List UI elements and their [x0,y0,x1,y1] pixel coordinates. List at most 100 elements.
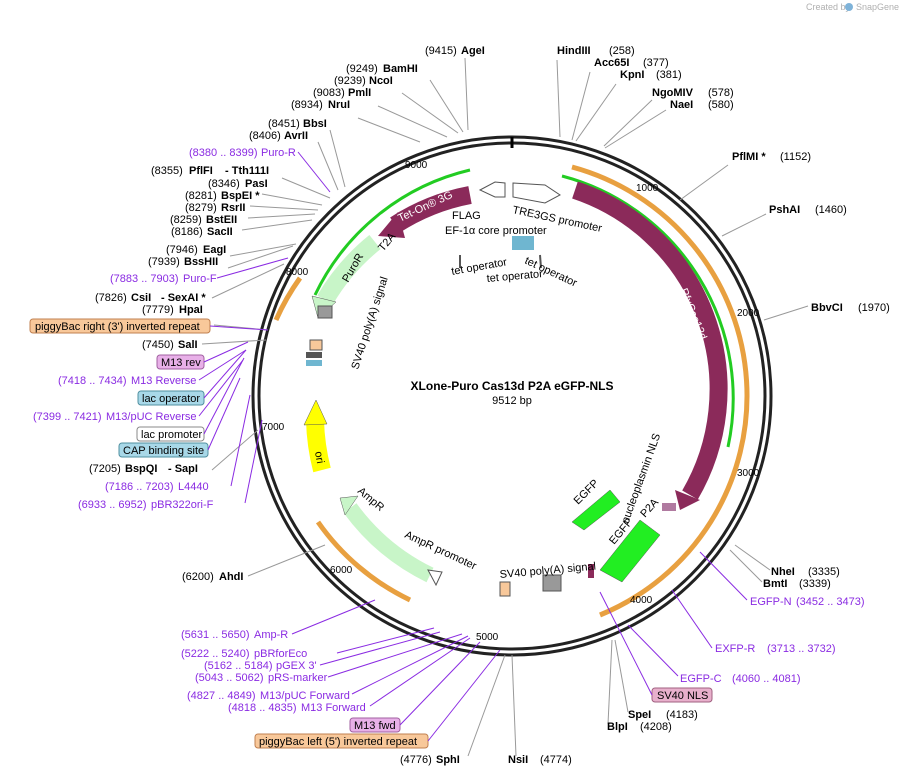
site-avrii[interactable]: AvrII [284,130,308,142]
primer-pgex3[interactable]: pGEX 3' [276,660,317,672]
primer-pbrforeco-range: (5222 .. 5240) [181,648,250,660]
box-lac-promoter-label[interactable]: lac promoter [141,429,202,441]
site-rsrii[interactable]: RsrII [221,202,245,214]
site-kpni[interactable]: KpnI [620,69,644,81]
primer-amp-r[interactable]: Amp-R [254,629,288,641]
site-pflmi[interactable]: PflMI * [732,151,766,163]
site-pshai[interactable]: PshAI [769,204,800,216]
site-agei[interactable]: AgeI [461,45,485,57]
tick-4000: 4000 [630,595,653,606]
site-ahdi[interactable]: AhdI [219,571,243,583]
primer-pbrforeco[interactable]: pBRforEco [254,648,307,660]
site-naei-pos: (580) [708,99,734,111]
site-pflfi-pos: (8355) [151,165,183,177]
site-sexai[interactable]: - SexAI * [161,292,206,304]
primer-puro-r-range: (8380 .. 8399) [189,147,258,159]
primer-puro-f[interactable]: Puro-F [183,273,217,285]
site-ngomiv[interactable]: NgoMIV [652,87,694,99]
feature-ori: ori [312,450,326,464]
sv40-pa-right-box [542,574,562,592]
site-bmti[interactable]: BmtI [763,578,787,590]
box-lac-operator-label[interactable]: lac operator [142,393,200,405]
primer-exfp-r[interactable]: EXFP-R [715,643,755,655]
piggybac-right-mark [309,339,323,351]
site-pasi[interactable]: PasI [245,178,268,190]
orange-arc-right [571,164,750,618]
right-sites: HindIII (258) Acc65I (377) KpnI (381) Ng… [508,45,890,766]
primer-m13-forward[interactable]: M13 Forward [301,702,366,714]
site-naei[interactable]: NaeI [670,99,693,111]
site-pmli-pos: (9083) [313,87,345,99]
site-nrui[interactable]: NruI [328,99,350,111]
site-bsteii[interactable]: BstEII [206,214,237,226]
site-blpi[interactable]: BlpI [607,721,628,733]
site-bamhi-pos: (9249) [346,63,378,75]
primer-m13puc-forward[interactable]: M13/pUC Forward [260,690,350,702]
site-ahdi-pos: (6200) [182,571,214,583]
box-piggybac-right-label[interactable]: piggyBac right (3') inverted repeat [35,321,200,333]
primer-egfp-n-range: (3452 .. 3473) [796,596,865,608]
primer-egfp-c-range: (4060 .. 4081) [732,673,801,685]
site-ncoi[interactable]: NcoI [369,75,393,87]
tick-6000: 6000 [330,565,353,576]
site-bbsi-pos: (8451) [268,118,300,130]
tick-3000: 3000 [737,468,760,479]
site-pasi-pos: (8346) [208,178,240,190]
primer-m13-reverse[interactable]: M13 Reverse [131,375,196,387]
site-nhei-pos: (3335) [808,566,840,578]
site-csii[interactable]: CsiI [131,292,151,304]
site-sphi[interactable]: SphI [436,754,460,766]
box-m13-fwd-label[interactable]: M13 fwd [354,720,396,732]
box-m13-rev-label[interactable]: M13 rev [161,357,201,369]
box-piggybac-left-label[interactable]: piggyBac left (5') inverted repeat [259,736,417,748]
site-hindiii[interactable]: HindIII [557,45,591,57]
site-spei[interactable]: SpeI [628,709,651,721]
primer-m13puc-reverse[interactable]: M13/pUC Reverse [106,411,196,423]
site-bspqi-pos: (7205) [89,463,121,475]
snapgene-logo-icon [845,3,853,11]
primer-egfp-n[interactable]: EGFP-N [750,596,792,608]
site-hpai[interactable]: HpaI [179,304,203,316]
site-pflfi[interactable]: PflFI [189,165,213,177]
tick-7000: 7000 [262,422,285,433]
primer-prs-marker[interactable]: pRS-marker [268,672,328,684]
primer-egfp-c[interactable]: EGFP-C [680,673,722,685]
site-bamhi[interactable]: BamHI [383,63,418,75]
site-tth111i[interactable]: - Tth111I [225,165,269,177]
site-sapi[interactable]: - SapI [168,463,198,475]
box-cap-binding-label[interactable]: CAP binding site [123,445,204,457]
left-sites: (9415) AgeI (9249) BamHI (9239) NcoI (90… [89,45,485,766]
leader-lines [201,57,809,757]
site-bspei-pos: (8281) [185,190,217,202]
green-arc-right [561,174,735,448]
orange-arc-small [273,276,303,322]
feature-flag: FLAG [452,210,481,222]
sv40-nls-mark [588,564,594,578]
site-acc65i[interactable]: Acc65I [594,57,629,69]
site-pmli[interactable]: PmlI [348,87,371,99]
site-nhei[interactable]: NheI [771,566,795,578]
primer-puro-r[interactable]: Puro-R [261,147,296,159]
site-bsshii[interactable]: BssHII [184,256,218,268]
site-nsii[interactable]: NsiI [508,754,528,766]
primer-pbr322ori-f[interactable]: pBR322ori-F [151,499,214,511]
ticks-group: 1000 2000 3000 4000 5000 6000 7000 8000 … [262,160,760,643]
site-sacii[interactable]: SacII [207,226,233,238]
site-eagi[interactable]: EagI [203,244,226,256]
site-blpi-pos: (4208) [640,721,672,733]
box-lines [203,325,653,742]
site-bspei[interactable]: BspEI * [221,190,260,202]
site-bbvci[interactable]: BbvCI [811,302,843,314]
box-sv40-nls-label[interactable]: SV40 NLS [657,690,708,702]
site-sali[interactable]: SalI [178,339,198,351]
site-bbsi[interactable]: BbsI [303,118,327,130]
site-agei-pos: (9415) [425,45,457,57]
primer-l4440[interactable]: L4440 [178,481,209,493]
plasmid-name: XLone-Puro Cas13d P2A eGFP-NLS [411,379,614,393]
site-bsteii-pos: (8259) [170,214,202,226]
site-bspqi[interactable]: BspQI [125,463,157,475]
site-sphi-pos: (4776) [400,754,432,766]
sv40-pa-left-box [317,305,333,319]
ampr-arc [343,503,434,583]
